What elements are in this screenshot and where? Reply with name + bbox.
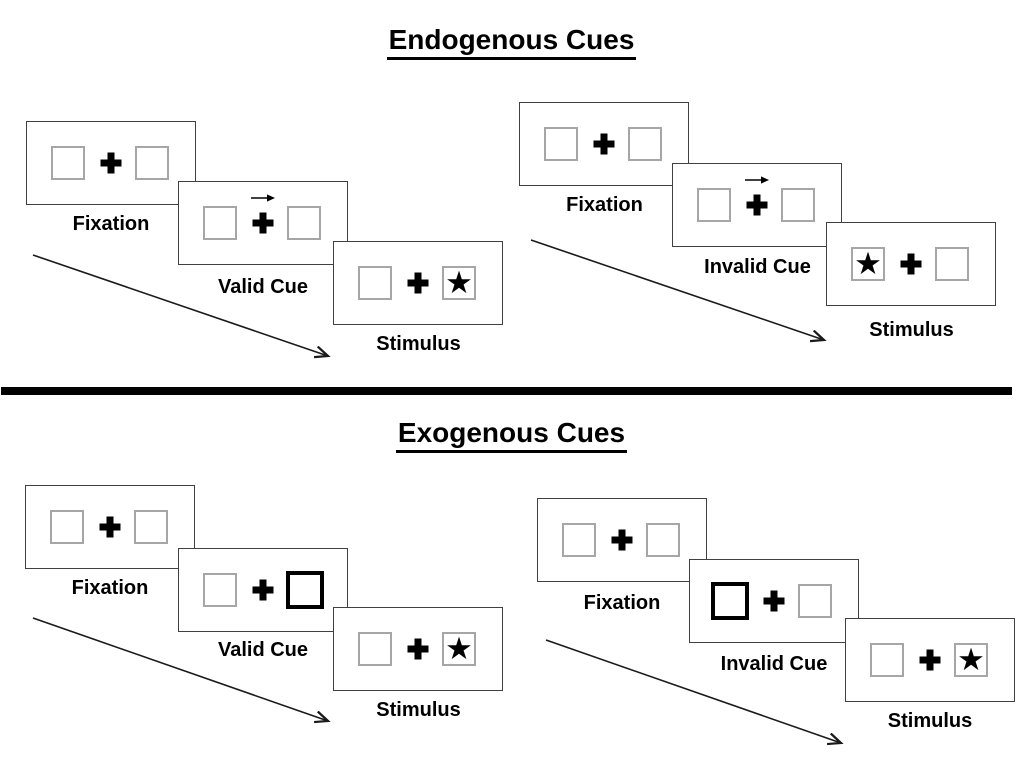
panel-label: Stimulus [376,333,461,355]
timeline-arrow-endogenous-valid [32,254,328,356]
panel-label: Fixation [583,592,661,614]
panel-label: Invalid Cue [704,256,811,278]
fixation-panel [26,121,196,205]
section-title-endogenous: Endogenous Cues [0,24,1023,61]
stimulus-panel: ★ [333,241,503,325]
star-stimulus-icon: ★ [445,631,473,667]
section-title-exogenous: Exogenous Cues [0,417,1023,454]
stimulus-panel: ★ [826,222,996,306]
timeline-arrow-endogenous-invalid [530,239,824,340]
fixation-cross-icon [919,649,941,671]
right-box-with-star: ★ [954,643,988,677]
left-box-with-star: ★ [851,247,885,281]
cue-arrow-icon [745,176,769,184]
cue-panel [689,559,859,643]
fixation-cross-icon [99,516,121,538]
timeline-arrow-exogenous-invalid [545,639,841,743]
right-cue-highlight-box [286,571,324,609]
right-placeholder-box [781,188,815,222]
panel-label: Stimulus [869,319,954,341]
panel-label: Invalid Cue [720,653,828,675]
left-placeholder-box [358,632,392,666]
panel-label: Valid Cue [217,639,309,661]
star-stimulus-icon: ★ [957,642,985,678]
fixation-cross-icon [593,133,615,155]
right-placeholder-box [628,127,662,161]
stimulus-panel: ★ [333,607,503,691]
cue-panel [672,163,842,247]
panel-label: Fixation [566,194,643,216]
left-placeholder-box [562,523,596,557]
fixation-cross-icon [252,579,274,601]
fixation-cross-icon [763,590,785,612]
cue-arrow-icon [251,194,275,202]
left-placeholder-box [51,146,85,180]
panel-label: Stimulus [376,699,461,721]
fixation-cross-icon [746,194,768,216]
left-placeholder-box [358,266,392,300]
fixation-cross-icon [252,212,274,234]
fixation-cross-icon [611,529,633,551]
fixation-panel [25,485,195,569]
right-placeholder-box [134,510,168,544]
stimulus-panel: ★ [845,618,1015,702]
panel-label: Valid Cue [217,276,309,298]
left-cue-highlight-box [711,582,749,620]
timeline-arrow-exogenous-valid [32,617,328,721]
cue-panel [178,181,348,265]
panel-label: Fixation [72,213,150,235]
fixation-cross-icon [900,253,922,275]
cue-panel [178,548,348,632]
fixation-cross-icon [407,638,429,660]
left-placeholder-box [697,188,731,222]
left-placeholder-box [50,510,84,544]
right-placeholder-box [287,206,321,240]
star-stimulus-icon: ★ [854,246,882,282]
star-stimulus-icon: ★ [445,265,473,301]
section-divider [1,387,1012,395]
fixation-cross-icon [407,272,429,294]
left-placeholder-box [203,573,237,607]
right-placeholder-box [798,584,832,618]
right-box-with-star: ★ [442,632,476,666]
panel-label: Fixation [71,577,149,599]
fixation-panel [519,102,689,186]
right-placeholder-box [135,146,169,180]
left-placeholder-box [870,643,904,677]
panel-label: Stimulus [887,710,973,732]
right-placeholder-box [646,523,680,557]
fixation-panel [537,498,707,582]
right-placeholder-box [935,247,969,281]
fixation-cross-icon [100,152,122,174]
right-box-with-star: ★ [442,266,476,300]
left-placeholder-box [203,206,237,240]
left-placeholder-box [544,127,578,161]
